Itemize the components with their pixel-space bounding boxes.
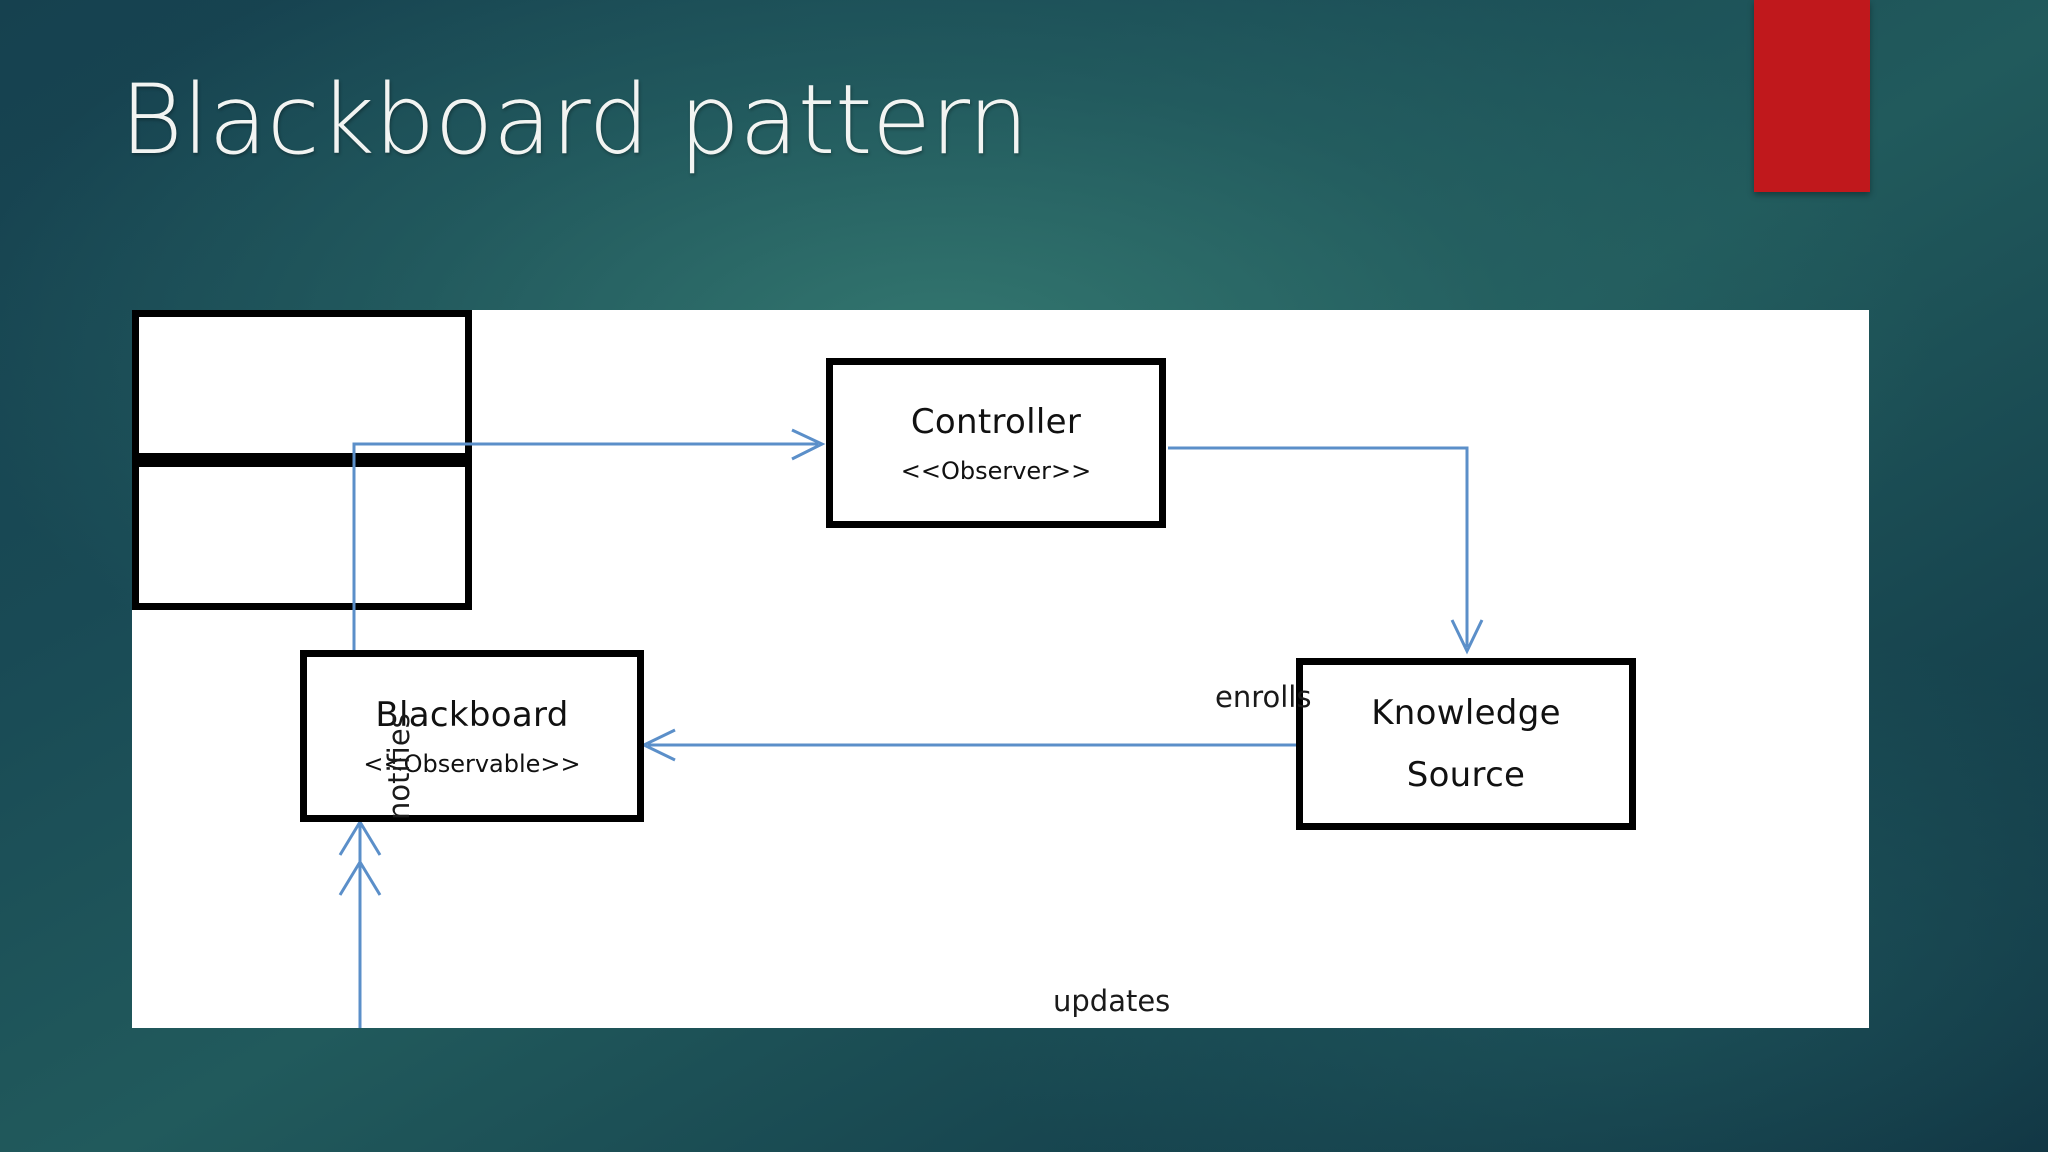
connector-data-input [338,819,382,1028]
node-controller-stereotype: <<Observer>> [900,457,1092,486]
connector-layer [338,428,1484,1028]
node-knowledge-source-stack-middle [132,460,472,610]
connector-enrolls [1168,446,1484,655]
red-accent-bar [1754,0,1870,192]
arrowhead-data-input-outer [338,819,382,856]
node-blackboard-label: Blackboard [375,694,569,735]
diagram-panel: Controller <<Observer>> Blackboard <<Obs… [132,310,1869,1028]
page-title: Blackboard pattern [120,64,1029,176]
edge-label-notifies: notifies [382,713,416,820]
edge-label-enrolls: enrolls [1215,680,1312,714]
node-knowledge-source-stack-back [132,310,472,460]
node-knowledge-source[interactable]: Knowledge Source [1296,658,1636,830]
arrowhead-updates [640,728,676,762]
node-blackboard[interactable]: Blackboard <<Observable>> [300,650,644,822]
node-controller-label: Controller [910,401,1082,442]
connector-updates [640,728,1296,762]
node-blackboard-stereotype: <<Observable>> [363,750,581,779]
edge-label-updates: updates [1053,984,1171,1018]
arrowhead-enrolls [1450,619,1484,655]
arrowhead-notifies [791,428,826,461]
node-controller[interactable]: Controller <<Observer>> [826,358,1166,528]
node-knowledge-source-label-line1: Knowledge [1371,692,1561,733]
connector-notifies [352,428,826,650]
node-knowledge-source-label-line2: Source [1406,755,1526,795]
arrowhead-data-input-inner [338,859,382,896]
